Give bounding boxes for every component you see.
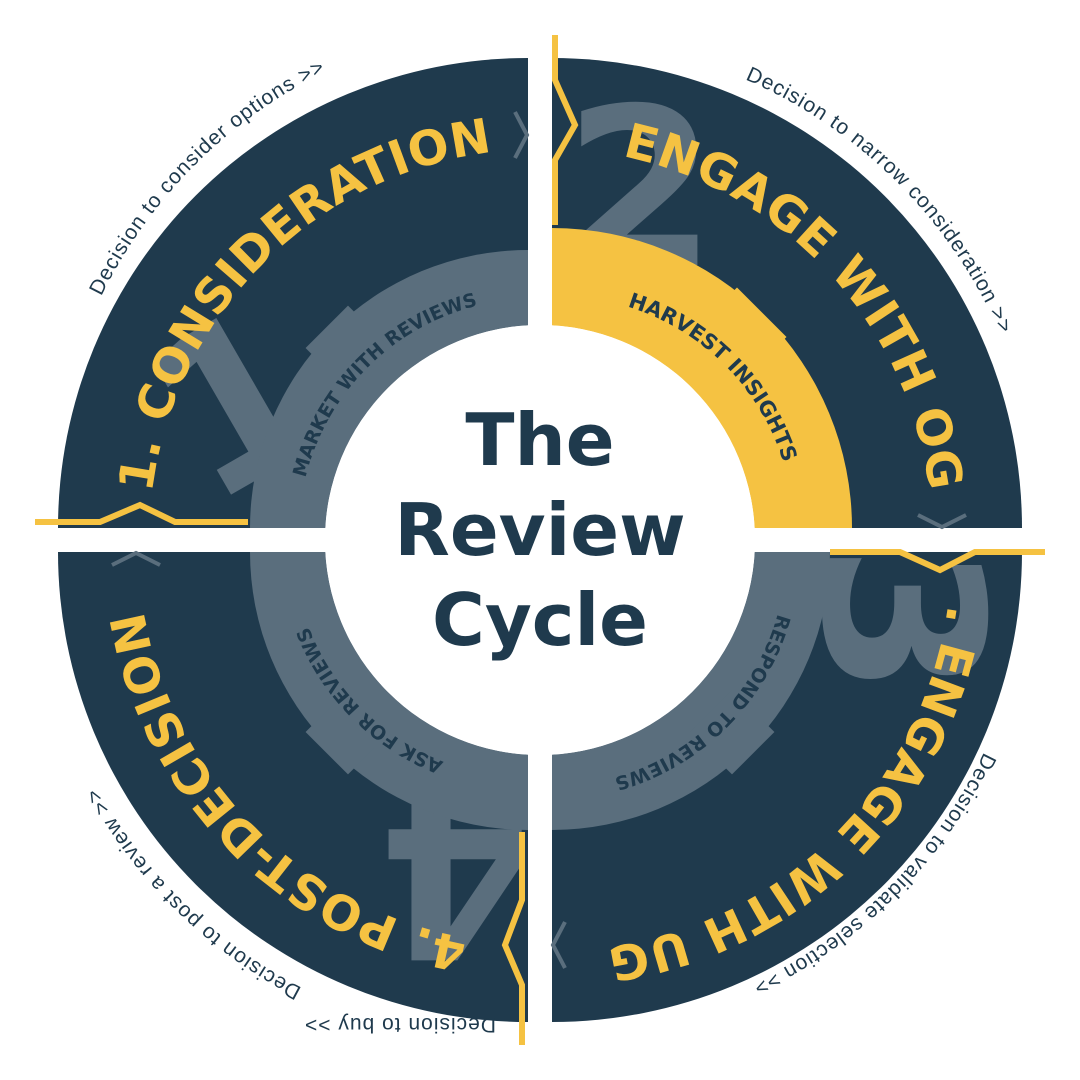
title-line-review: Review	[394, 488, 685, 572]
title-line-cycle: Cycle	[432, 578, 648, 662]
decision-label-buy: Decision to buy >>	[304, 1013, 496, 1036]
chevron-left-icon	[550, 921, 567, 969]
gear-tooth-3	[689, 689, 775, 775]
center-title: The Review Cycle	[394, 398, 685, 662]
divider-bottom	[501, 832, 525, 1045]
title-line-the: The	[465, 398, 614, 482]
chevrons	[111, 111, 967, 969]
divider-top	[552, 35, 579, 225]
gear-tooth-1	[305, 305, 391, 391]
dividers	[35, 35, 1045, 1045]
gear-tooth-4	[305, 689, 391, 775]
chevron-up-icon	[111, 550, 161, 567]
chevron-down-icon	[917, 513, 967, 530]
divider-left	[35, 501, 248, 525]
chevron-right-icon	[513, 111, 530, 159]
gear-tooth-2	[687, 287, 787, 387]
center-circle-cover	[325, 325, 755, 755]
divider-right	[830, 549, 1045, 574]
